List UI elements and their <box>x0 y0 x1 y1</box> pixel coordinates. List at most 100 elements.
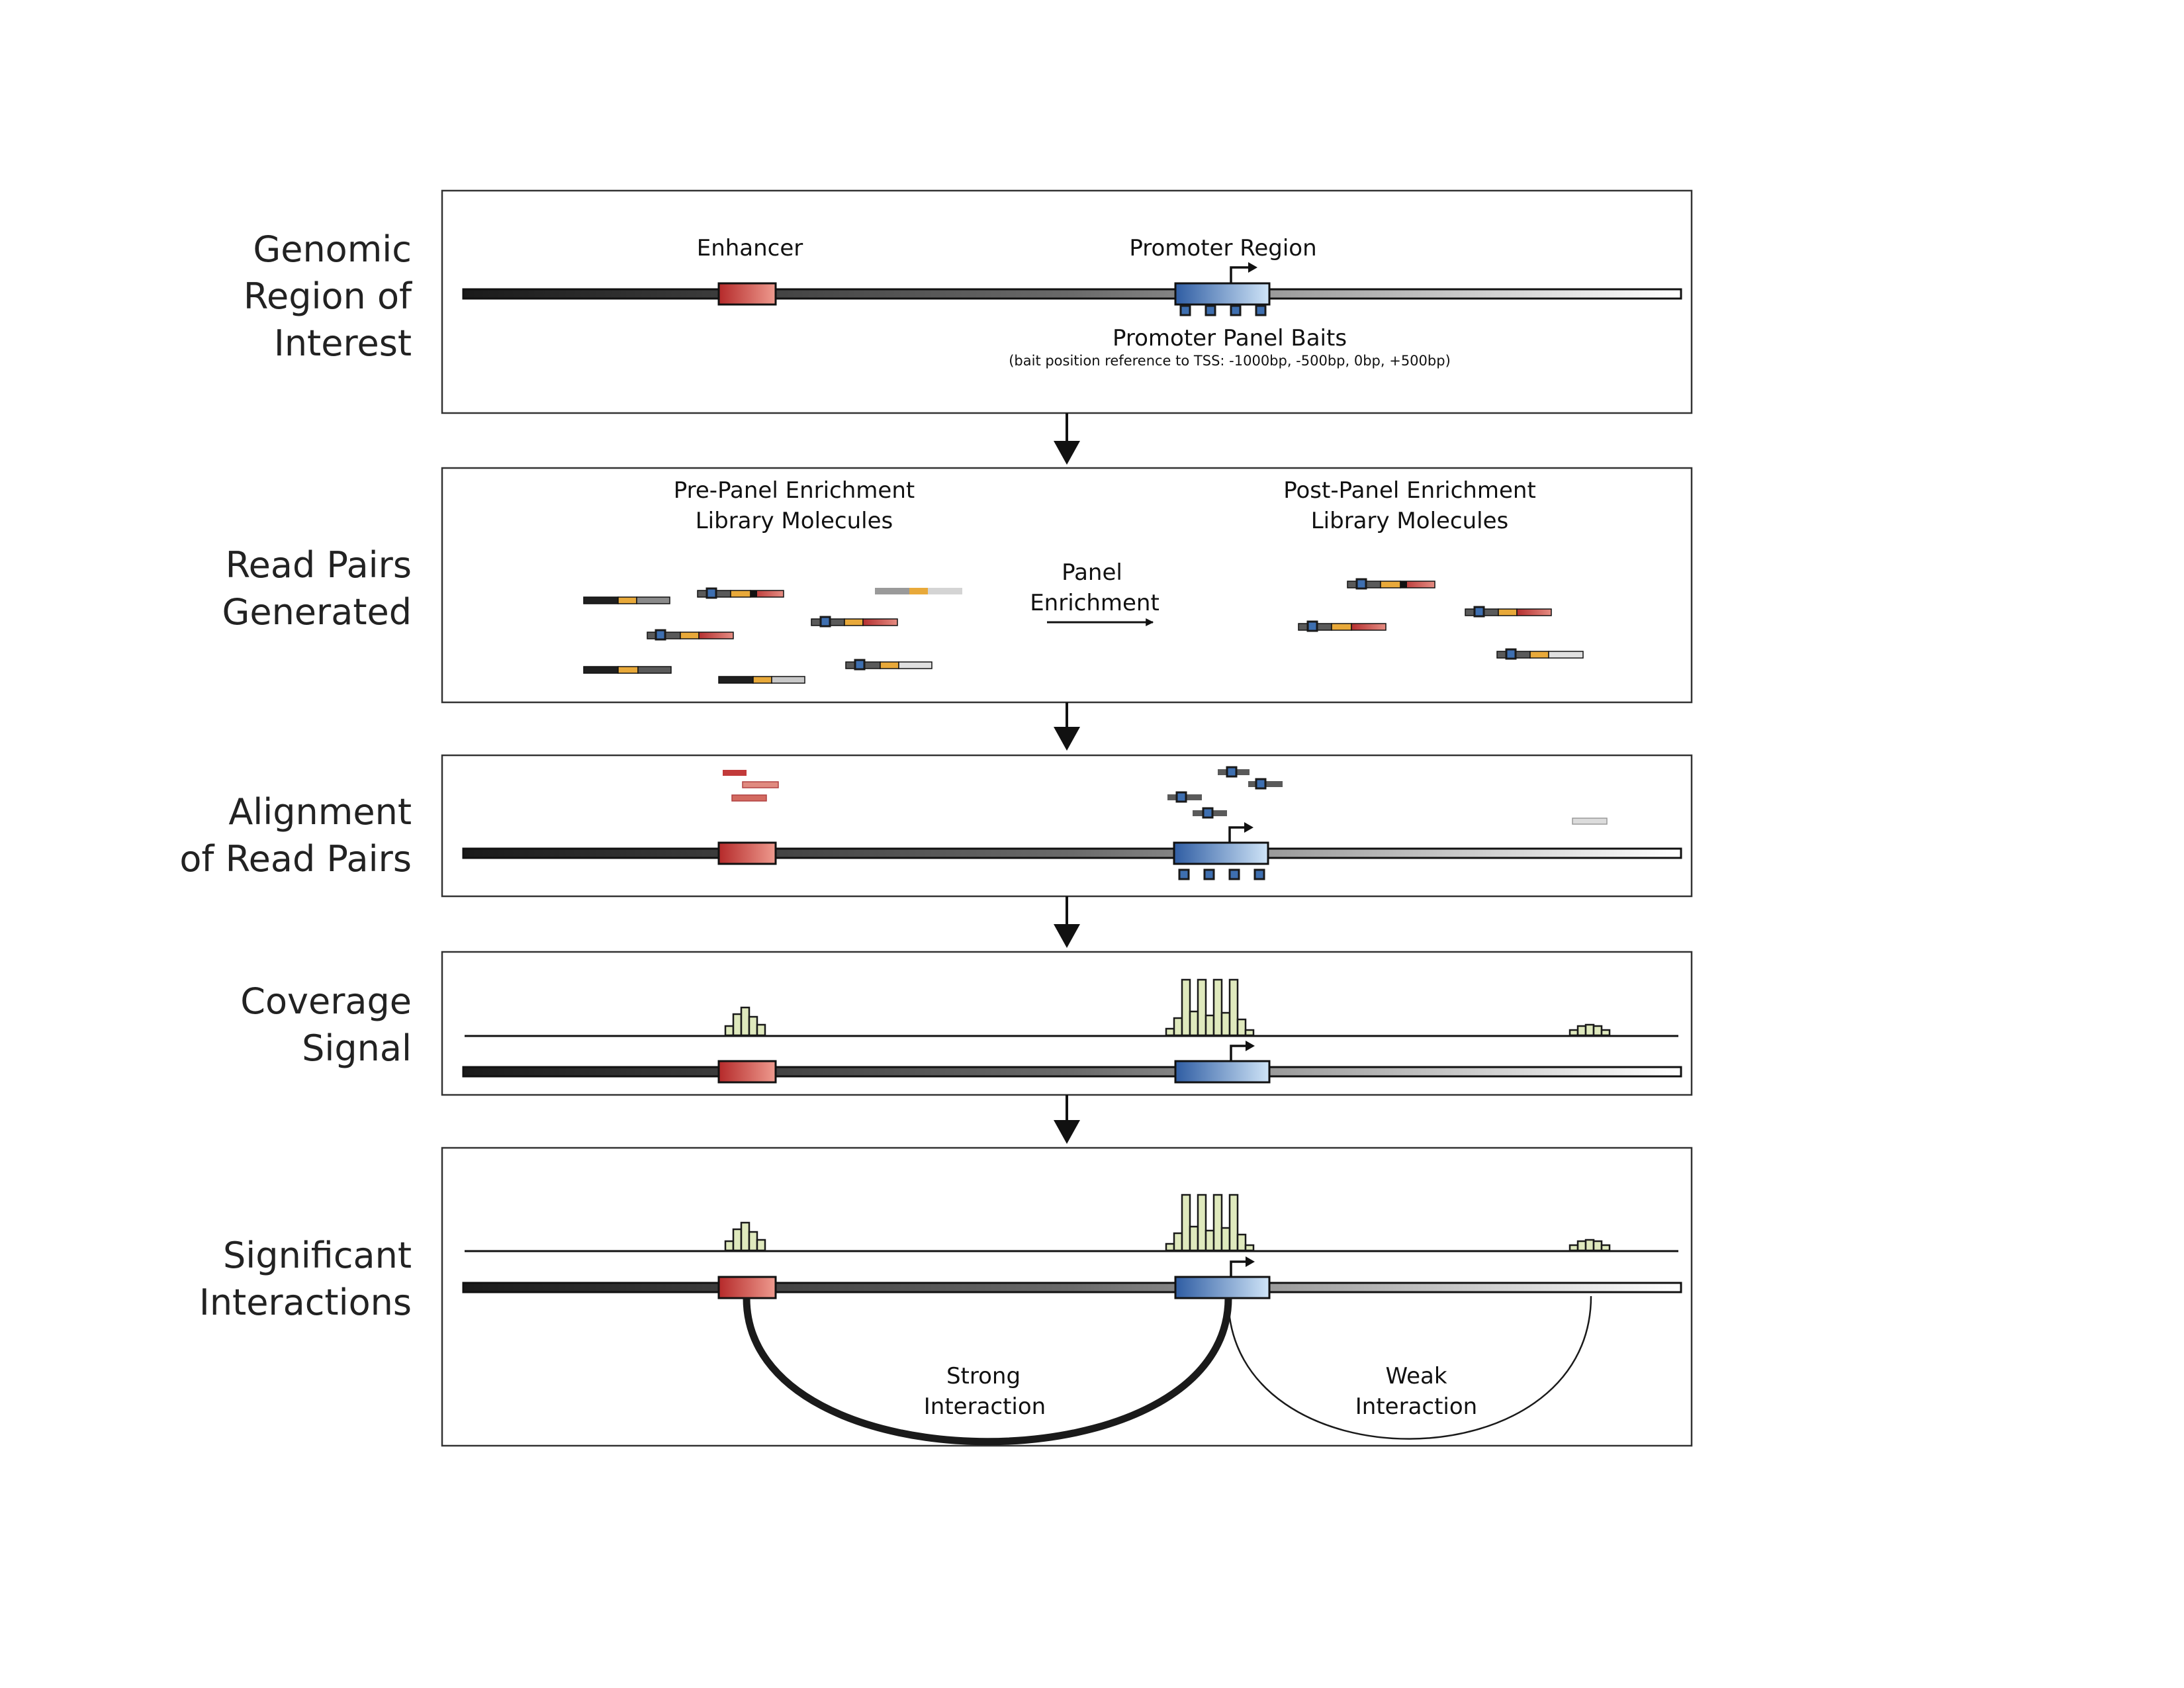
bait-probe <box>1179 305 1191 316</box>
coverage-bin <box>1228 978 1239 1037</box>
panel-enrichment-label: Enrichment <box>1030 590 1160 616</box>
coverage-bin <box>732 1013 743 1037</box>
chromosome-track-2 <box>462 822 1682 880</box>
weak-interaction-label: Weak <box>1385 1363 1447 1389</box>
coverage-bin <box>1569 1244 1579 1252</box>
read-pair <box>1347 578 1435 590</box>
weak-interaction-label: Interaction <box>1355 1393 1477 1420</box>
promoter-element <box>1174 282 1271 306</box>
stage-label-line: Significant <box>223 1235 412 1276</box>
coverage-bin <box>1181 1194 1191 1252</box>
tss-arrowhead-icon <box>1244 822 1253 833</box>
stage-label-line: Generated <box>222 591 412 633</box>
coverage-bin <box>1197 978 1207 1037</box>
promoter-element <box>1173 841 1269 865</box>
stage-label-alignment: Alignment of Read Pairs <box>179 791 412 880</box>
panel-alignment <box>441 754 1693 898</box>
stage-label-read-pairs: Read Pairs Generated <box>222 544 412 633</box>
coverage-bin <box>1584 1239 1595 1252</box>
coverage-bin <box>1584 1023 1595 1037</box>
aligned-read <box>1167 791 1202 803</box>
tss-arrowhead-icon <box>1246 1256 1255 1267</box>
read-pair <box>1298 620 1387 632</box>
bait-probe <box>1473 606 1485 618</box>
panel-enrichment-label: Panel <box>1062 559 1122 586</box>
panel-interactions <box>441 1147 1693 1447</box>
arrow-head-icon <box>1054 1120 1080 1144</box>
chromosome-bar <box>462 288 1682 300</box>
coverage-bin <box>1228 1194 1239 1252</box>
coverage-bin <box>756 1023 766 1037</box>
promoter-element <box>1174 1060 1271 1084</box>
coverage-bin <box>732 1228 743 1252</box>
bait-probe <box>1355 578 1367 590</box>
enhancer-element <box>717 1060 777 1084</box>
coverage-bin <box>724 1025 735 1037</box>
coverage-bin <box>1205 1014 1215 1037</box>
post-panel-label: Library Molecules <box>1311 508 1509 534</box>
pre-panel-label: Pre-Panel Enrichment <box>674 477 915 504</box>
coverage-bin <box>1569 1029 1579 1037</box>
coverage-bin <box>740 1006 751 1037</box>
coverage-histogram <box>724 978 1611 1037</box>
coverage-bin <box>1592 1240 1603 1252</box>
stage-label-line: Signal <box>302 1027 412 1069</box>
enhancer-label: Enhancer <box>697 235 803 261</box>
post-panel-label: Post-Panel Enrichment <box>1283 477 1536 504</box>
stage-label-line: Read Pairs <box>226 544 412 586</box>
bait-probe <box>1178 868 1190 880</box>
stage-label-line: Genomic <box>253 228 412 270</box>
coverage-bin <box>1220 1227 1231 1252</box>
stage-label-coverage: Coverage Signal <box>240 980 412 1069</box>
stage-label-interactions: Significant Interactions <box>199 1235 412 1323</box>
read-pair <box>1496 648 1584 660</box>
tss-arrow-icon <box>1230 266 1251 283</box>
pre-panel-label: Library Molecules <box>696 508 893 534</box>
promoter-region-label: Promoter Region <box>1129 235 1316 261</box>
pre-enrichment-molecules <box>583 587 962 684</box>
read-pair <box>583 666 672 674</box>
bait-probe <box>819 616 831 628</box>
aligned-read <box>1193 807 1227 819</box>
aligned-read <box>1572 818 1608 825</box>
coverage-bin <box>1165 1243 1175 1252</box>
baits-title: Promoter Panel Baits <box>1113 325 1347 352</box>
bait-probe <box>1205 305 1216 316</box>
promoter-element <box>1174 1276 1271 1299</box>
coverage-bin <box>1173 1232 1183 1252</box>
tss-arrow-icon <box>1228 826 1247 843</box>
bait-probe <box>1306 620 1318 632</box>
aligned-read <box>742 781 779 788</box>
coverage-bin <box>1236 1233 1247 1252</box>
arrow-head-icon <box>1054 727 1080 751</box>
tss-arrowhead-icon <box>1248 262 1257 273</box>
chromosome-bar <box>462 847 1682 859</box>
read-pair <box>647 629 734 641</box>
read-pair <box>811 616 898 628</box>
bait-probe <box>705 587 717 599</box>
coverage-bin <box>1189 1010 1199 1037</box>
coverage-bin <box>1244 1029 1255 1037</box>
enhancer-element <box>717 1276 777 1299</box>
coverage-bin <box>740 1221 751 1252</box>
post-enrichment-molecules <box>1298 578 1584 660</box>
bait-probe <box>854 659 866 671</box>
coverage-bin <box>1197 1194 1207 1252</box>
stage-label-line: Interactions <box>199 1282 412 1323</box>
coverage-histogram <box>724 1194 1611 1252</box>
coverage-bin <box>724 1240 735 1252</box>
bait-probe <box>1255 305 1267 316</box>
coverage-bin <box>1212 978 1223 1037</box>
stage-label-line: Alignment <box>228 791 412 833</box>
coverage-bin <box>1244 1244 1255 1252</box>
coverage-bin <box>1165 1027 1175 1037</box>
bait-probe <box>1253 868 1265 880</box>
enhancer-element <box>717 282 777 306</box>
coverage-bin <box>756 1239 766 1252</box>
tss-arrow-icon <box>1230 1045 1248 1061</box>
flow-arrows <box>1054 413 1080 1144</box>
stage-label-line: of Read Pairs <box>179 838 412 880</box>
coverage-bin <box>1181 978 1191 1037</box>
weak-interaction-arc <box>1227 1295 1592 1440</box>
